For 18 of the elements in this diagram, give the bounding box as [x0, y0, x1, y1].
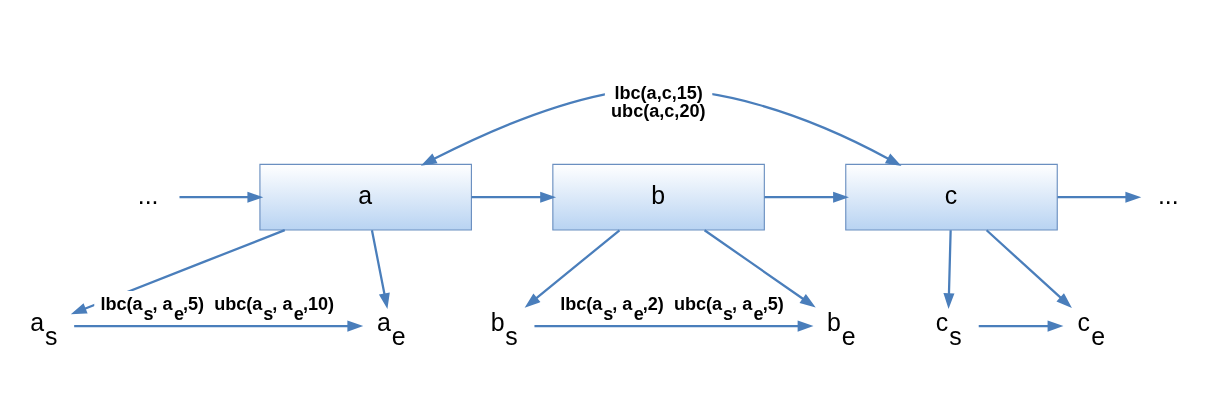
node-text: ... — [137, 180, 159, 209]
arrow — [985, 229, 1072, 308]
arrow — [524, 229, 621, 308]
arrow — [370, 230, 390, 309]
node-text: ... — [1157, 180, 1179, 209]
node-box: b — [552, 163, 765, 231]
arrow — [534, 320, 814, 332]
edge-label: lbc(a,c,15) ubc(a,c,20) — [611, 82, 706, 121]
arrow — [978, 320, 1064, 332]
node-box: c — [845, 163, 1058, 231]
arrow — [179, 191, 264, 203]
arrow — [764, 191, 849, 203]
node-box: a — [259, 163, 472, 231]
arrow — [1057, 191, 1142, 203]
arrow — [74, 320, 364, 332]
arrow — [471, 191, 557, 203]
arrow — [703, 229, 816, 308]
arrow — [943, 230, 955, 310]
